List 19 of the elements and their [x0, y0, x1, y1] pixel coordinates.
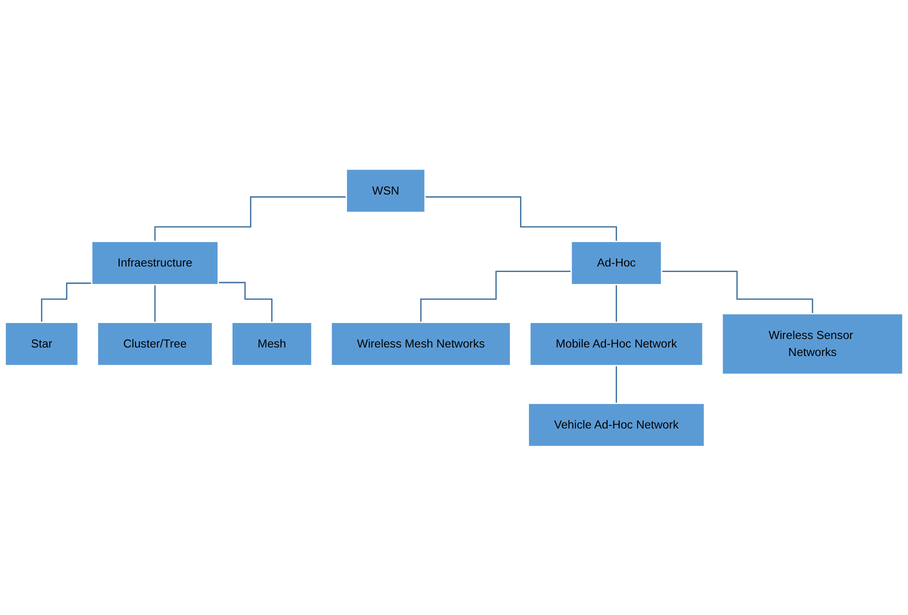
connector: [154, 196, 346, 242]
connector: [425, 196, 618, 242]
node-box: Cluster/Tree: [96, 321, 214, 366]
connector: [40, 282, 92, 323]
node-box: Star: [4, 321, 79, 366]
node-box: Mobile Ad-Hoc Network: [529, 321, 704, 366]
node-box: Wireless Mesh Networks: [330, 321, 512, 366]
connector: [662, 270, 814, 314]
node-box: Vehicle Ad-Hoc Network: [528, 402, 706, 447]
connector: [616, 364, 618, 404]
connector: [420, 270, 572, 323]
node-box: Mesh: [231, 321, 312, 366]
node-box: WSN: [346, 168, 426, 213]
connector: [218, 282, 272, 323]
connector: [154, 284, 156, 323]
connector: [616, 284, 618, 323]
node-box: Infraestructure: [91, 240, 219, 285]
node-box: Ad-Hoc: [570, 240, 662, 285]
node-box: Wireless Sensor Networks: [722, 312, 904, 375]
